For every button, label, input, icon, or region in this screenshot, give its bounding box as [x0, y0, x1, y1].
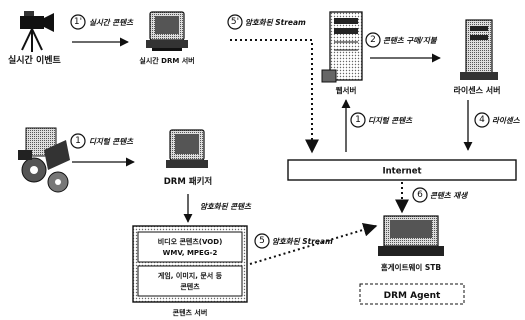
server-tower-icon [322, 12, 362, 82]
content-server-label: 콘텐츠 서버 [173, 308, 208, 317]
step-1p-badge: 1' [71, 15, 85, 29]
svg-text:1: 1 [75, 136, 81, 146]
drm-packager-label: DRM 패키저 [164, 176, 212, 187]
internet-label: Internet [382, 167, 421, 177]
step-1-badge: 1 [71, 134, 85, 148]
svg-text:6: 6 [417, 190, 423, 200]
step-2-badge: 1 [351, 113, 365, 127]
other-content-line2: 콘텐츠 [180, 282, 200, 291]
stb-label: 홈게이트웨이 STB [381, 262, 442, 272]
svg-text:5': 5' [231, 17, 239, 27]
step-5p-label: 암호화된 Stream [245, 18, 306, 27]
step-2-label: 디지털 콘텐츠 [368, 116, 413, 125]
encrypted-content-label: 암호화된 콘텐츠 [200, 202, 252, 211]
svg-text:4: 4 [479, 115, 485, 125]
step-1p-label: 실시간 콘텐츠 [89, 18, 134, 27]
step-3-label: 콘텐츠 구매/지불 [383, 36, 438, 45]
web-server-label: 웹서버 [336, 85, 357, 95]
svg-text:1: 1 [355, 115, 361, 125]
svg-text:1': 1' [74, 17, 82, 27]
arrow-live-stream-to-internet [230, 40, 312, 152]
step-5p-badge: 5' [228, 15, 242, 29]
vod-content-line2: WMV, MPEG-2 [163, 249, 218, 257]
server-tower-icon [460, 20, 498, 80]
step-4-badge: 4 [475, 113, 489, 127]
film-reel-icon [18, 128, 70, 192]
step-5-label: 암호화된 Stream [272, 237, 333, 246]
computer-icon [146, 12, 188, 51]
video-camera-icon [20, 11, 54, 52]
set-top-box-icon [378, 216, 444, 256]
step-1-label: 디지털 콘텐츠 [89, 137, 134, 146]
step-3-badge: 2 [366, 33, 380, 47]
live-drm-server-label: 실시간 DRM 서버 [139, 56, 194, 65]
step-4-label: 라이센스 [492, 116, 521, 125]
computer-icon [166, 130, 208, 168]
live-event-label: 실시간 이벤트 [8, 54, 62, 66]
step-6-label: 콘텐츠 재생 [430, 191, 468, 200]
vod-content-line1: 비디오 콘텐츠(VOD) [158, 237, 223, 246]
drm-agent-label: DRM Agent [384, 291, 441, 301]
svg-text:5: 5 [259, 236, 265, 246]
license-server-label: 라이센스 서버 [454, 85, 501, 95]
step-6-badge: 6 [413, 188, 427, 202]
arrow-content-stream-to-stb [250, 226, 376, 264]
svg-text:2: 2 [370, 35, 376, 45]
other-content-line1: 게임, 이미지, 문서 등 [158, 271, 223, 280]
step-5-badge: 5 [255, 234, 269, 248]
